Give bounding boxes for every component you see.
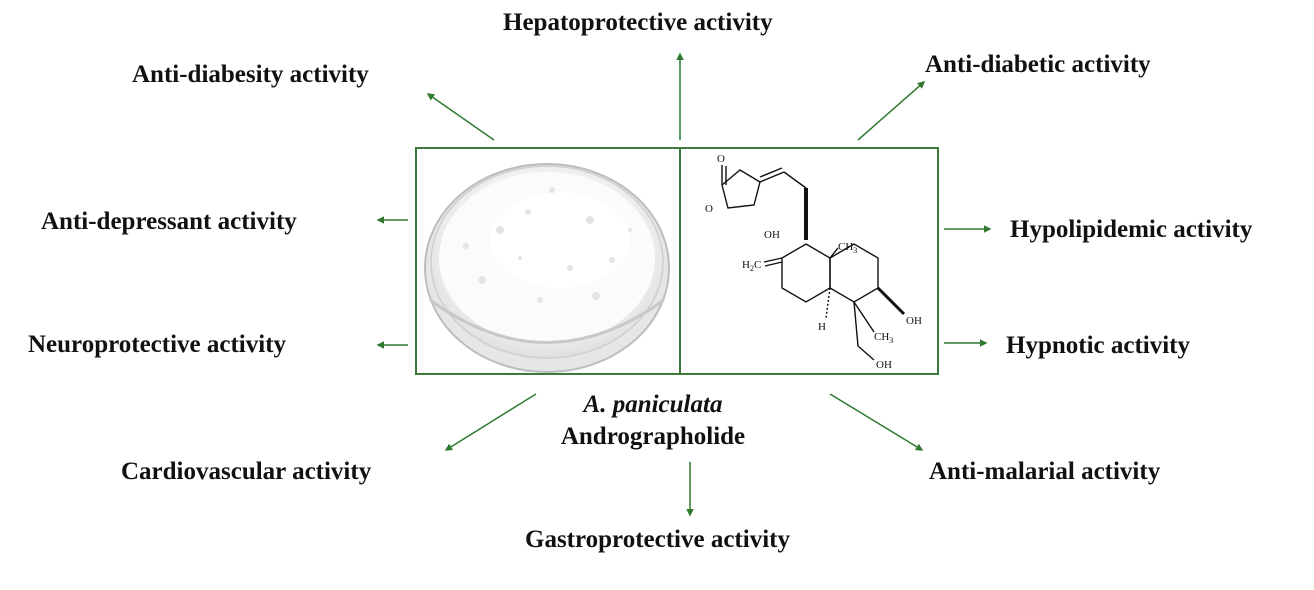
atom-oh-3: OH (876, 359, 892, 371)
structure-frame (679, 147, 939, 375)
powder-dish-image (424, 163, 670, 373)
label-anti-diabetic: Anti-diabetic activity (925, 51, 1151, 78)
label-anti-depressant: Anti-depressant activity (41, 208, 297, 235)
label-anti-diabesity: Anti-diabesity activity (132, 61, 369, 88)
label-cardiovascular: Cardiovascular activity (121, 458, 372, 485)
atom-h: H (818, 321, 826, 333)
label-anti-malarial: Anti-malarial activity (929, 458, 1161, 485)
label-hypnotic: Hypnotic activity (1006, 332, 1191, 359)
arrow-bottom-right (829, 393, 924, 451)
arrow-top-right (857, 81, 926, 141)
species-name: A. paniculata (583, 391, 723, 418)
atom-o-carbonyl: O (717, 153, 725, 165)
compound-name: Andrographolide (560, 423, 746, 450)
andrographolide-structure (721, 165, 906, 361)
label-hepatoprotective: Hepatoprotective activity (503, 9, 773, 36)
atom-oh-1: OH (764, 229, 780, 241)
atom-o-ring: O (705, 203, 713, 215)
atom-methyl-bottom: CH3 (874, 331, 893, 345)
atom-methyl-top: CH3 (838, 241, 857, 255)
arrow-top-left (426, 93, 495, 141)
atom-oh-2: OH (906, 315, 922, 327)
arrow-bottom-left (444, 393, 537, 451)
structure-labels: O O OH CH3 H2C OH H CH3 OH (705, 153, 922, 371)
label-hypolipidemic: Hypolipidemic activity (1010, 216, 1253, 243)
label-gastroprotective: Gastroprotective activity (525, 526, 790, 553)
arrow-group (376, 52, 992, 517)
atom-methylene: H2C (742, 259, 761, 273)
label-neuroprotective: Neuroprotective activity (28, 331, 287, 358)
